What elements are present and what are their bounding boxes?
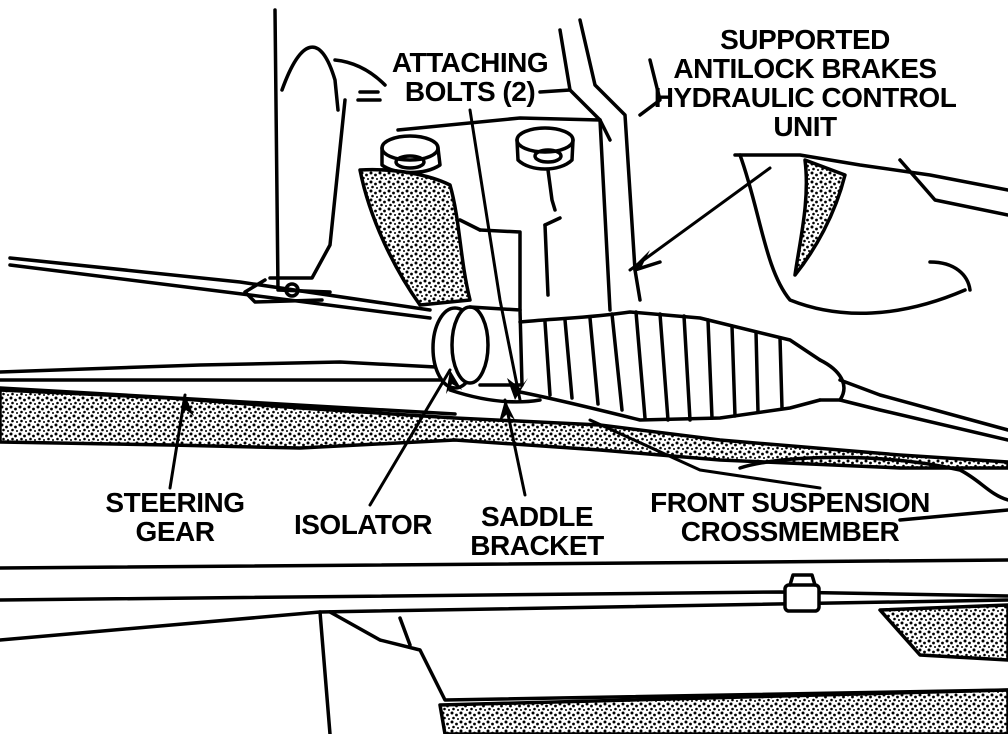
crossmember-flange [0, 386, 1008, 470]
label-attaching-bolts-line1: ATTACHING [391, 47, 549, 78]
leader-hcu [628, 166, 772, 272]
isolator-clamp [431, 216, 562, 404]
mounting-arch [358, 167, 472, 307]
leader-saddle-bracket [503, 398, 527, 497]
label-hcu-line3: HYDRAULIC CONTROL [653, 82, 957, 113]
hcu-bracket [396, 18, 662, 312]
support-bracket-left [243, 8, 387, 304]
label-crossmember: FRONT SUSPENSION CROSSMEMBER [640, 488, 940, 546]
leader-isolator [368, 368, 452, 507]
label-saddle-bracket-line1: SADDLE [480, 501, 594, 532]
arrowhead-isolator [446, 370, 462, 394]
label-steering-gear-line2: GEAR [135, 516, 215, 547]
arrowhead-steering-gear [180, 395, 194, 418]
crossmember-body [0, 455, 1008, 734]
label-crossmember-line2: CROSSMEMBER [680, 516, 900, 547]
arrowhead-saddle-bracket [499, 400, 515, 422]
attaching-bolts [380, 126, 575, 212]
label-isolator: ISOLATOR [288, 510, 438, 539]
label-hcu: SUPPORTED ANTILOCK BRAKES HYDRAULIC CONT… [640, 25, 970, 141]
leader-crossmember [588, 418, 822, 490]
label-hcu-line2: ANTILOCK BRAKES [673, 53, 937, 84]
label-hcu-line4: UNIT [773, 111, 837, 142]
label-crossmember-line1: FRONT SUSPENSION [650, 487, 930, 518]
label-isolator-line1: ISOLATOR [293, 509, 433, 540]
label-steering-gear: STEERING GEAR [100, 488, 250, 546]
label-saddle-bracket-line2: BRACKET [470, 530, 604, 561]
hcu-body [733, 153, 1008, 316]
label-attaching-bolts-line2: BOLTS (2) [404, 76, 536, 107]
label-saddle-bracket: SADDLE BRACKET [462, 502, 612, 560]
leader-attaching-bolts [468, 108, 522, 402]
crossmember-nut [783, 573, 821, 613]
label-attaching-bolts: ATTACHING BOLTS (2) [380, 48, 560, 106]
crossmember-lower-stipple [438, 603, 1008, 734]
leader-lines [168, 108, 822, 507]
rubber-boot [518, 310, 1008, 442]
label-hcu-line1: SUPPORTED [720, 24, 890, 55]
steering-gear-housing [0, 256, 457, 382]
arrowhead-hcu [630, 250, 655, 270]
label-steering-gear-line1: STEERING [105, 487, 245, 518]
arrowhead-attaching-bolts [507, 378, 528, 400]
